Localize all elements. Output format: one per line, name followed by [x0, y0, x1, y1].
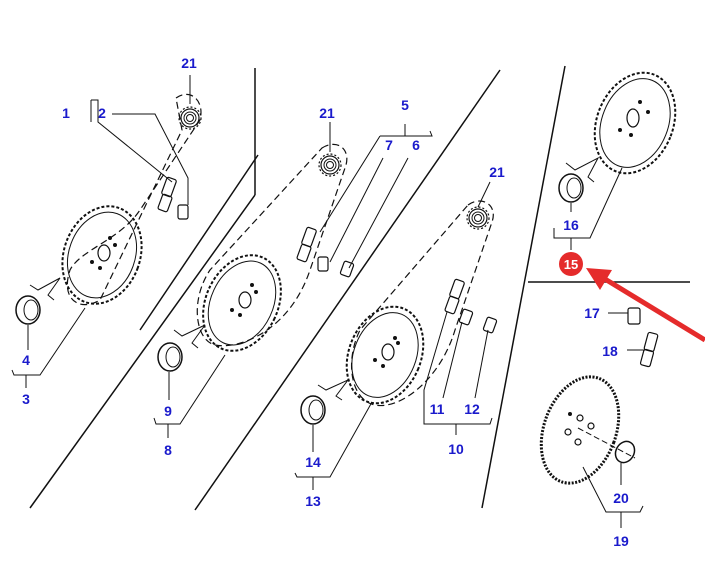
sprocket-hub [626, 108, 640, 128]
large-sprocket-icon [345, 305, 425, 405]
assembly-bottom-right [539, 307, 659, 528]
large-sprocket-icon [539, 375, 621, 485]
callout-13[interactable]: 13 [305, 493, 321, 509]
sprocket-inner-ring [207, 260, 277, 346]
divider-line [29, 194, 256, 509]
large-sprocket-icon [202, 254, 282, 352]
connecting-link-icon [317, 256, 329, 272]
large-sprocket-icon [61, 205, 143, 305]
callout-12[interactable]: 12 [464, 401, 480, 417]
callout-11[interactable]: 11 [429, 401, 445, 417]
highlighted-callout-15[interactable]: 15 [559, 252, 583, 276]
callout-18[interactable]: 18 [602, 343, 618, 359]
connecting-link-icon [627, 307, 641, 325]
divider-line [481, 65, 566, 509]
red-arrow-icon [586, 268, 705, 343]
sprocket-inner-ring [351, 312, 419, 398]
drive-sprocket-icon [178, 106, 202, 130]
connecting-link-icon [482, 316, 498, 334]
chain-loop [351, 200, 494, 407]
callout-16[interactable]: 16 [563, 217, 579, 233]
drive-sprocket-icon [466, 206, 490, 230]
callout-4[interactable]: 4 [22, 352, 30, 368]
connecting-link-icon [339, 260, 355, 278]
callout-7[interactable]: 7 [385, 137, 393, 153]
sprocket-hub [97, 244, 111, 262]
callout-8[interactable]: 8 [164, 442, 172, 458]
sprocket-inner-ring [599, 78, 671, 168]
sprocket-hub-holes [564, 412, 595, 446]
callout-1[interactable]: 1 [62, 105, 70, 121]
callout-2[interactable]: 2 [98, 105, 106, 121]
assembly-right-middle [294, 181, 498, 490]
callout-3[interactable]: 3 [22, 391, 30, 407]
drive-sprocket-icon [318, 153, 342, 177]
bushing-icon [558, 173, 584, 203]
chain-link-icon [157, 176, 177, 213]
callout-20[interactable]: 20 [613, 490, 629, 506]
connecting-link-icon [458, 308, 474, 326]
callout-5[interactable]: 5 [401, 97, 409, 113]
assembly-middle [153, 122, 433, 438]
callout-14[interactable]: 14 [305, 454, 321, 470]
chain-link-icon [444, 278, 465, 315]
connecting-link-icon [177, 204, 189, 220]
callout-21[interactable]: 21 [319, 105, 335, 121]
sprocket-hub [381, 343, 395, 361]
divider-line [194, 69, 501, 511]
sprocket-hub [238, 291, 252, 309]
chain-loop [66, 93, 202, 306]
callout-6[interactable]: 6 [412, 137, 420, 153]
callout-21[interactable]: 21 [489, 164, 505, 180]
bushing-icon [15, 295, 41, 325]
callout-21[interactable]: 21 [181, 55, 197, 71]
chain-link-icon [296, 226, 317, 263]
divider-line [139, 154, 259, 331]
large-sprocket-icon [593, 71, 677, 175]
chain-loop [196, 143, 348, 347]
sprocket-inner-ring [67, 211, 137, 299]
assembly-top-right [553, 71, 677, 250]
bushing-icon [300, 395, 326, 425]
panel-dividers [29, 65, 690, 511]
assembly-left [11, 75, 202, 388]
chain-link-icon [639, 331, 659, 368]
callout-19[interactable]: 19 [613, 533, 629, 549]
retaining-ring-icon [614, 440, 636, 464]
callout-9[interactable]: 9 [164, 403, 172, 419]
bushing-icon [157, 342, 183, 372]
callout-17[interactable]: 17 [584, 305, 600, 321]
callout-10[interactable]: 10 [448, 441, 464, 457]
